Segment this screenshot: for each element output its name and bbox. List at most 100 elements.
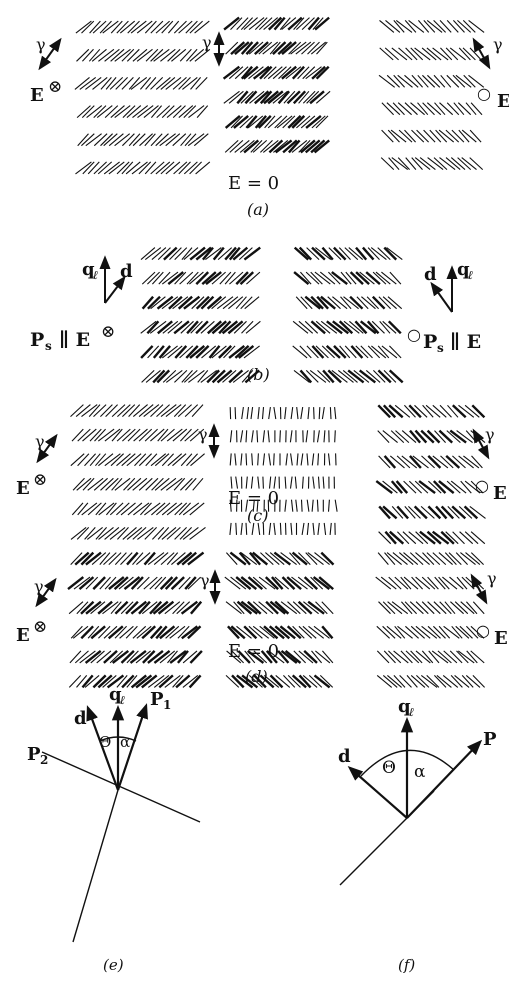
molecule-stroke: [391, 601, 409, 615]
molecule-stroke: [107, 625, 124, 640]
molecule-stroke: [105, 477, 119, 491]
molecule-stroke: [128, 77, 141, 90]
molecule-stroke: [365, 271, 381, 286]
molecule-stroke: [367, 345, 381, 359]
molecule-stroke: [362, 246, 375, 261]
molecule-stroke: [420, 505, 435, 519]
molecule-stroke: [189, 526, 206, 540]
molecule-stroke: [147, 295, 161, 310]
molecule-stroke: [130, 20, 147, 34]
molecule-stroke: [172, 675, 184, 688]
molecule-stroke: [144, 502, 161, 516]
molecule-stroke: [427, 157, 444, 171]
molecule-stroke: [321, 407, 325, 420]
d-label: d: [424, 264, 437, 285]
molecule-stroke: [422, 74, 436, 88]
molecule-stroke: [274, 115, 288, 129]
molecule-stroke: [452, 455, 466, 469]
molecule-stroke: [234, 345, 250, 359]
molecule-stroke: [236, 17, 249, 30]
molecule-stroke: [192, 477, 204, 491]
molecule-stroke: [321, 246, 334, 261]
molecule-stroke: [305, 552, 318, 565]
molecule-stroke: [287, 601, 301, 615]
molecule-stroke: [257, 522, 261, 535]
panel-a-left-layers: [74, 20, 211, 175]
molecule-stroke: [323, 430, 326, 443]
molecule-stroke: [189, 344, 206, 359]
molecule-stroke: [234, 66, 249, 80]
molecule-stroke: [236, 90, 249, 105]
molecule-stroke: [300, 296, 313, 310]
gamma-label: γ: [487, 569, 497, 588]
molecule-stroke: [125, 600, 139, 615]
molecule-stroke: [182, 526, 199, 540]
molecule-stroke: [244, 650, 256, 664]
molecule-stroke: [450, 675, 463, 688]
molecule-stroke: [438, 480, 455, 495]
molecule-stroke: [229, 551, 247, 566]
molecule-stroke: [205, 271, 222, 286]
molecule-stroke: [261, 407, 265, 420]
d-vector-icon: [86, 705, 120, 791]
molecule-stroke: [225, 674, 240, 688]
molecule-stroke: [313, 407, 315, 420]
p1-sub: 1: [163, 698, 171, 712]
molecule-stroke: [371, 345, 387, 359]
molecule-stroke: [94, 428, 107, 442]
molecule-stroke: [74, 76, 90, 90]
molecule-stroke: [296, 407, 299, 420]
molecule-stroke: [291, 139, 308, 153]
molecule-stroke: [179, 271, 194, 285]
molecule-stroke: [439, 601, 452, 615]
molecule-stroke: [305, 114, 322, 129]
molecule-stroke: [122, 428, 136, 442]
molecule-stroke: [190, 320, 203, 334]
q-sub: ℓ: [409, 705, 414, 719]
molecule-stroke: [157, 428, 169, 442]
molecule-stroke: [414, 157, 431, 171]
molecule-stroke: [150, 48, 164, 62]
molecule-stroke: [300, 139, 316, 154]
molecule-stroke: [180, 453, 193, 467]
molecule-stroke: [147, 271, 160, 285]
molecule-stroke: [461, 129, 477, 143]
molecule-stroke: [327, 499, 330, 512]
molecule-stroke: [289, 430, 293, 443]
molecule-stroke: [411, 129, 425, 143]
molecule-stroke: [399, 675, 412, 688]
molecule-stroke: [308, 625, 325, 639]
molecule-stroke: [431, 530, 450, 545]
p-vector-icon: [406, 739, 483, 819]
panel-caption: (f): [398, 956, 415, 974]
molecule-stroke: [313, 674, 331, 689]
molecule-stroke: [251, 522, 255, 535]
molecule-stroke: [457, 157, 472, 171]
molecule-stroke: [408, 404, 422, 419]
molecule-stroke: [388, 650, 402, 664]
molecule-stroke: [257, 407, 260, 420]
axis-arrow-icon: [99, 255, 126, 304]
molecule-stroke: [245, 499, 249, 512]
molecule-stroke: [310, 41, 327, 55]
molecule-stroke: [85, 576, 99, 590]
molecule-stroke: [277, 90, 291, 105]
molecule-stroke: [252, 499, 255, 512]
molecule-stroke: [404, 601, 417, 615]
molecule-stroke: [365, 369, 381, 383]
ps-sub: s: [437, 341, 444, 355]
molecule-stroke: [339, 345, 351, 359]
molecule-stroke: [238, 344, 255, 359]
molecule-stroke: [245, 522, 248, 535]
molecule-stroke: [297, 66, 310, 80]
molecule-stroke: [367, 247, 380, 260]
molecule-stroke: [130, 576, 144, 590]
molecule-stroke: [427, 455, 442, 469]
molecule-stroke: [174, 370, 188, 383]
molecule-stroke: [326, 320, 343, 335]
molecule-stroke: [183, 247, 199, 261]
molecule-stroke: [96, 105, 113, 119]
molecule-stroke: [206, 320, 223, 335]
molecule-stroke: [189, 48, 205, 62]
field-label: E: [493, 483, 507, 504]
